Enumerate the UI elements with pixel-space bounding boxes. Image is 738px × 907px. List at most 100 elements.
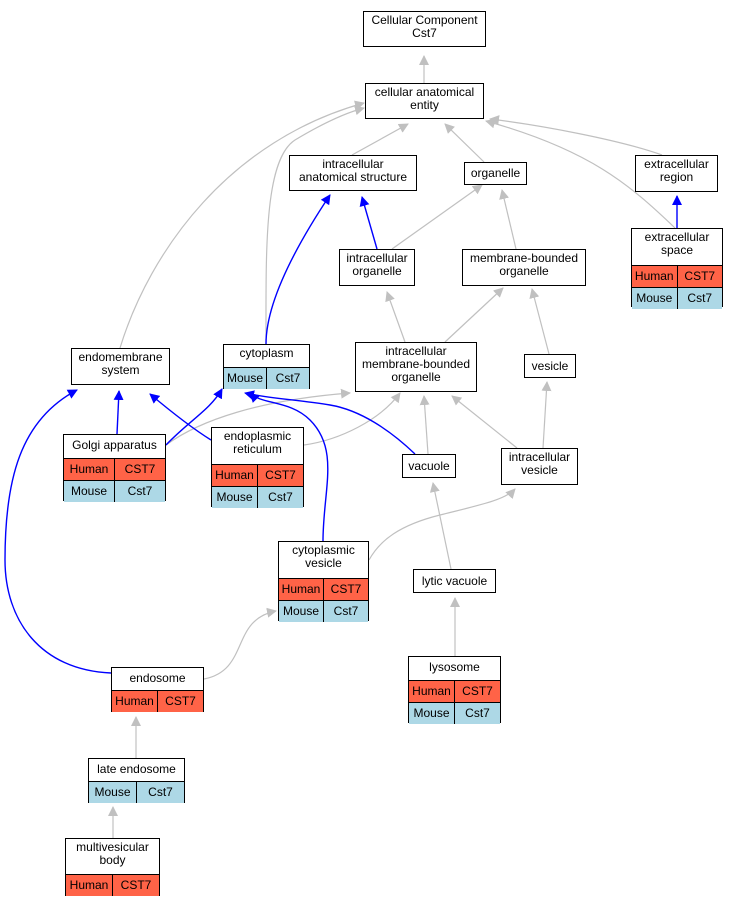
node-label: membrane-bounded organelle [469, 251, 579, 278]
node-endosome[interactable]: endosome Human CST7 [111, 667, 204, 712]
human-row: Human CST7 [212, 464, 303, 486]
edge-cytoplasm-cae [265, 105, 365, 345]
node-extracellular-space[interactable]: extracellular space Human CST7 Mouse Cst… [631, 228, 723, 309]
node-label: organelle [470, 166, 521, 180]
node-label: cytoplasmic vesicle [292, 543, 355, 570]
edge-organelle-cae [444, 123, 485, 163]
node-organelle[interactable]: organelle [464, 162, 527, 185]
species-label: Human [215, 468, 254, 482]
gene-label: Cst7 [454, 703, 500, 724]
edge-er-imbo [303, 392, 401, 446]
edge-er-endosys [149, 393, 212, 441]
edge-ecs-cae [485, 118, 676, 229]
species-label: Mouse [216, 490, 253, 504]
gene-label: Cst7 [114, 481, 165, 502]
node-lysosome[interactable]: lysosome Human CST7 Mouse Cst7 [408, 656, 501, 724]
node-endomembrane-system[interactable]: endomembrane system [71, 348, 170, 385]
edge-ecr-cae [489, 115, 663, 156]
human-row: Human CST7 [64, 458, 165, 480]
node-label: extracellular region [644, 157, 709, 184]
node-label: vacuole [408, 458, 450, 473]
mouse-row: Mouse Cst7 [64, 480, 165, 502]
gene-label: Cst7 [257, 487, 303, 508]
node-label: endomembrane system [78, 350, 163, 377]
node-endoplasmic-reticulum[interactable]: endoplasmic reticulum Human CST7 Mouse C… [211, 427, 304, 508]
gene-label: Cst7 [323, 601, 368, 622]
node-label: vesicle [531, 358, 569, 373]
node-vacuole[interactable]: vacuole [402, 454, 456, 478]
mouse-row: Mouse Cst7 [224, 367, 309, 389]
edge-iv-vesicle [541, 381, 552, 449]
node-extracellular-region[interactable]: extracellular region [635, 155, 718, 192]
species-label: Mouse [226, 371, 264, 385]
node-label: intracellular anatomical structure [298, 157, 408, 184]
gene-label: CST7 [323, 579, 368, 600]
node-label: intracellular vesicle [508, 450, 571, 477]
node-lytic-vacuole[interactable]: lytic vacuole [413, 569, 496, 593]
node-intracellular-vesicle[interactable]: intracellular vesicle [501, 448, 578, 485]
edge-mbo-organelle [499, 189, 517, 250]
node-cytoplasm[interactable]: cytoplasm Mouse Cst7 [223, 344, 310, 389]
gene-label: CST7 [257, 465, 303, 486]
edge-golgi-cytoplasm [165, 388, 223, 446]
edge-ias-cae [351, 123, 409, 156]
node-label: intracellular membrane-bounded organelle [361, 344, 471, 384]
mouse-row: Mouse Cst7 [89, 781, 184, 803]
edge-golgi-endosys [113, 390, 124, 435]
node-intracellular-membrane-bounded-organelle[interactable]: intracellular membrane-bounded organelle [355, 342, 477, 392]
gene-label: CST7 [157, 691, 203, 712]
edge-iv-imbo [451, 395, 518, 449]
edge-cytoplasm-ias [265, 194, 331, 345]
edge-vacuole-imbo [419, 395, 430, 455]
gene-label: Cst7 [266, 368, 309, 389]
node-membrane-bounded-organelle[interactable]: membrane-bounded organelle [462, 249, 586, 286]
gene-label: Cst7 [136, 782, 184, 803]
node-cellular-anatomical-entity[interactable]: cellular anatomical entity [365, 83, 484, 119]
edge-imbo-mbo [444, 287, 504, 343]
node-label: late endosome [97, 762, 176, 776]
species-label: Human [69, 878, 109, 892]
species-label: Mouse [70, 484, 108, 498]
node-label: multivesicular body [76, 840, 149, 867]
node-label: endosome [129, 671, 186, 685]
species-label: Human [69, 462, 109, 476]
species-label: Mouse [94, 785, 131, 799]
node-intracellular-organelle[interactable]: intracellular organelle [339, 249, 415, 286]
edge-cv-cytoplasm [249, 392, 329, 542]
node-vesicle[interactable]: vesicle [524, 354, 576, 378]
edge-vacuole-cytoplasm [244, 390, 416, 455]
node-label: extracellular space [644, 230, 710, 257]
node-intracellular-anatomical-structure[interactable]: intracellular anatomical structure [289, 155, 417, 191]
gene-label: CST7 [114, 459, 165, 480]
edge-group [4, 55, 682, 838]
edge-vesicle-mbo [529, 288, 550, 355]
node-label: Cellular Component Cst7 [371, 13, 478, 40]
node-label: cytoplasm [239, 346, 294, 360]
human-row: Human CST7 [409, 680, 500, 702]
human-row: Human CST7 [632, 265, 722, 287]
node-label: endoplasmic reticulum [223, 429, 292, 456]
node-label: lytic vacuole [421, 573, 488, 588]
species-label: Mouse [413, 706, 450, 720]
human-row: Human CST7 [66, 874, 159, 896]
mouse-row: Mouse Cst7 [632, 287, 722, 309]
species-label: Human [281, 582, 321, 596]
edge-io-ias [359, 196, 378, 250]
edge-endosome-cv [203, 607, 277, 680]
human-row: Human CST7 [112, 690, 203, 712]
edge-golgi-imbo [165, 388, 351, 446]
node-cytoplasmic-vesicle[interactable]: cytoplasmic vesicle Human CST7 Mouse Cst… [278, 541, 369, 622]
species-label: Human [634, 269, 674, 283]
mouse-row: Mouse Cst7 [409, 702, 500, 724]
mouse-row: Mouse Cst7 [279, 600, 368, 622]
node-late-endosome[interactable]: late endosome Mouse Cst7 [88, 758, 185, 803]
mouse-row: Mouse Cst7 [212, 486, 303, 508]
edge-imbo-io [385, 291, 406, 343]
species-label: Human [115, 694, 154, 708]
edge-endosome-endosys [4, 389, 112, 674]
node-golgi-apparatus[interactable]: Golgi apparatus Human CST7 Mouse Cst7 [63, 434, 166, 502]
node-multivesicular-body[interactable]: multivesicular body Human CST7 [65, 838, 160, 896]
node-cellular-component[interactable]: Cellular Component Cst7 [363, 11, 486, 47]
